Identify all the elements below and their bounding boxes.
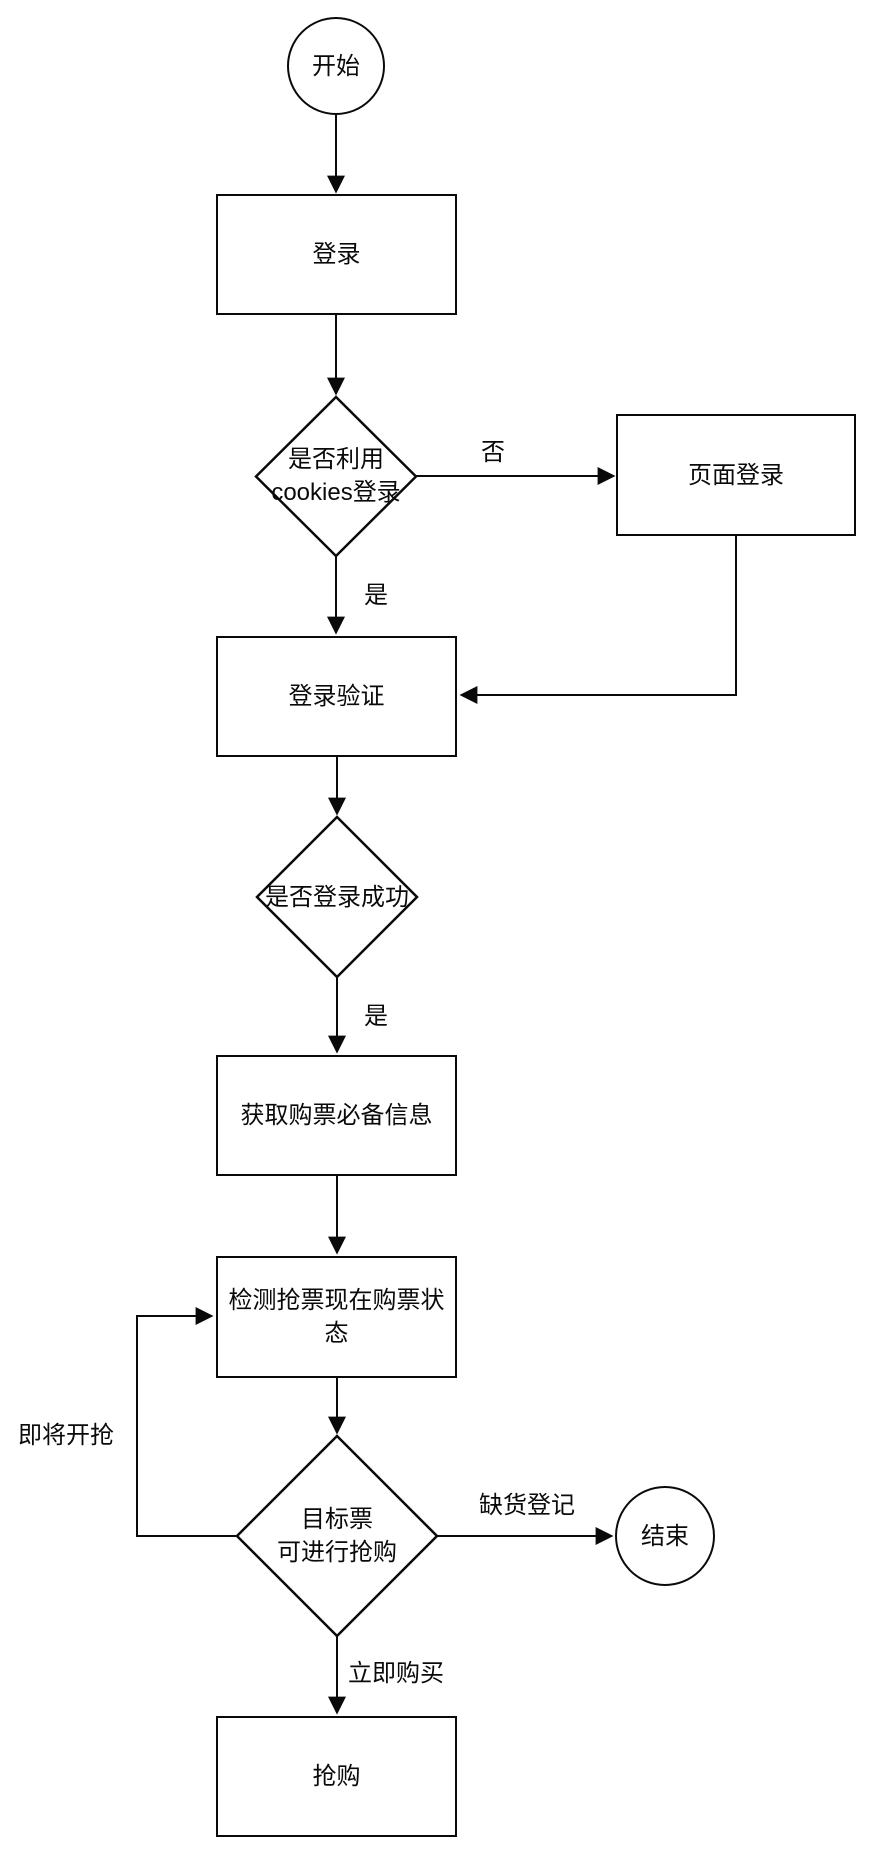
edge-label-no: 否 [481,439,505,466]
edge-label-yes-cookies: 是 [364,582,388,609]
node-cookies-decision-diamond [254,395,418,558]
cookies-decision-label: 是否利用 cookies登录 [271,446,401,506]
login-verify-label: 登录验证 [288,683,385,710]
node-detect-status-box: 检测抢票现在购票状 态 [216,1256,457,1378]
node-login-verify-box: 登录验证 [216,636,457,757]
login-label: 登录 [312,241,361,268]
target-decision-label: 目标票 可进行抢购 [277,1506,397,1566]
grab-label: 抢购 [312,1763,361,1790]
end-label: 结束 [641,1522,689,1550]
detect-status-label: 检测抢票现在购票状 态 [228,1287,445,1347]
start-label: 开始 [312,52,360,80]
node-end-circle: 结束 [615,1486,715,1586]
node-target-decision-diamond [235,1434,439,1638]
node-login-box: 登录 [216,194,457,315]
get-ticket-info-label: 获取购票必备信息 [240,1102,433,1129]
edge-label-about-to-start: 即将开抢 [18,1422,114,1449]
edge-label-buy-now: 立即购买 [348,1660,444,1687]
connector-page-login-to-login-verify [459,536,737,704]
page-login-label: 页面登录 [688,461,784,489]
edge-label-stock-register: 缺货登记 [479,1492,575,1519]
node-login-success-decision-diamond [255,815,419,979]
edge-label-yes-login-success: 是 [364,1003,388,1030]
node-start-circle: 开始 [287,17,385,115]
login-success-decision-label: 是否登录成功 [265,883,409,911]
node-get-ticket-info-box: 获取购票必备信息 [216,1055,457,1176]
node-grab-box: 抢购 [216,1716,457,1837]
node-page-login-box: 页面登录 [616,414,856,536]
connector-target-decision-loop-to-detect-status [136,1307,237,1537]
